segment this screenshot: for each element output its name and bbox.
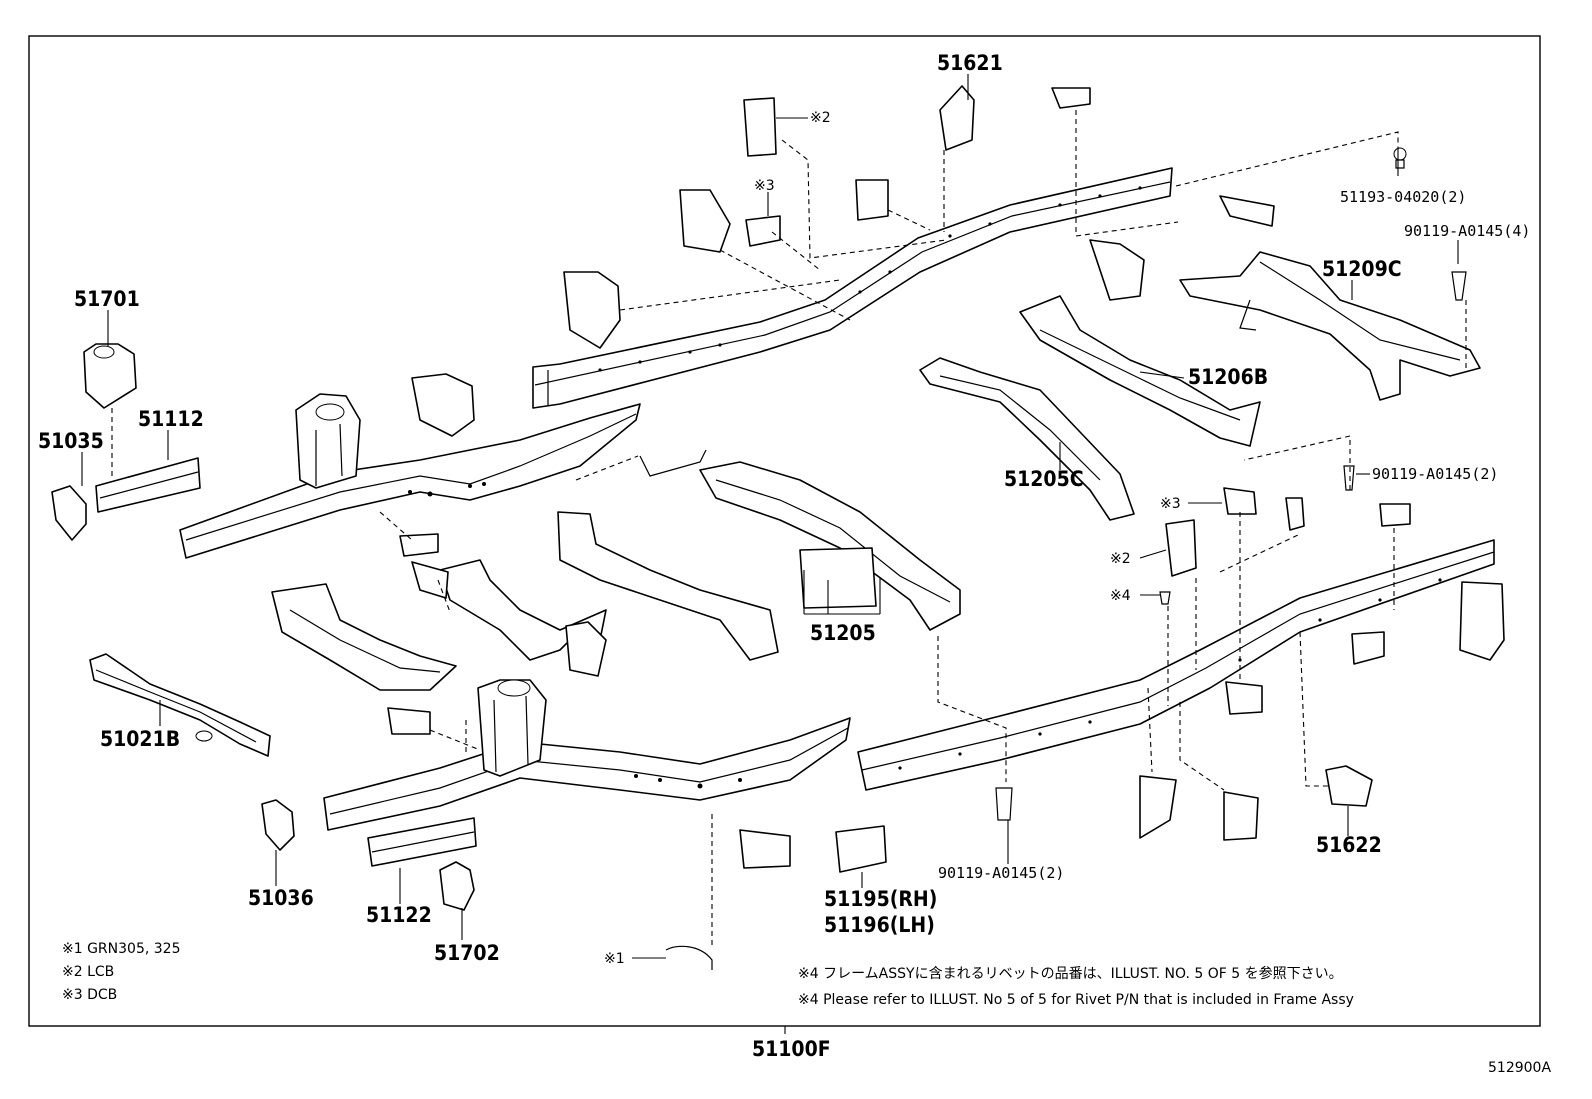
front-rail-lower — [323, 679, 851, 831]
legend-item-2: ※2 LCB — [62, 964, 114, 980]
upper-side-rail — [532, 167, 1173, 409]
label-51035: 51035 — [38, 429, 104, 453]
crossmember-51205 — [557, 461, 961, 661]
label-51205: 51205 — [810, 621, 876, 645]
notes: ※4 フレームASSYに含まれるリベットの品番は、ILLUST. NO. 5 O… — [798, 965, 1354, 1008]
callout-2-top: ※2 — [810, 110, 831, 126]
lower-rear-rail — [857, 539, 1495, 791]
bracket-51702 — [439, 861, 475, 911]
front-rail-upper — [179, 393, 641, 559]
label-51702: 51702 — [434, 941, 500, 965]
callout-3-top: ※3 — [754, 178, 775, 194]
bracket-51035 — [51, 485, 87, 541]
callout-markers: ※2 ※3 ※3 ※2 ※4 ※1 — [604, 110, 1181, 967]
label-51209c: 51209C — [1322, 257, 1402, 281]
misc-brackets — [387, 87, 1505, 970]
label-51621: 51621 — [937, 51, 1003, 75]
bracket-51195-51196 — [835, 825, 887, 873]
callout-1-bottom: ※1 — [604, 951, 625, 967]
label-51701: 51701 — [74, 287, 140, 311]
legend: ※1 GRN305, 325 ※2 LCB ※3 DCB — [62, 941, 180, 1003]
legend-item-1: ※1 GRN305, 325 — [62, 941, 180, 957]
legend-item-3: ※3 DCB — [62, 987, 117, 1003]
crossmember-51021b — [89, 653, 271, 757]
bracket-51036 — [261, 799, 295, 851]
label-51195: 51195(RH) — [824, 887, 937, 911]
assembly-guide-lines — [111, 110, 1467, 946]
bracket-51621 — [939, 85, 975, 151]
label-51196: 51196(LH) — [824, 913, 935, 937]
label-90119-4: 90119-A0145(4) — [1404, 222, 1530, 240]
label-51036: 51036 — [248, 886, 314, 910]
note-japanese: ※4 フレームASSYに含まれるリベットの品番は、ILLUST. NO. 5 O… — [798, 965, 1343, 982]
note-english: ※4 Please refer to ILLUST. No 5 of 5 for… — [798, 992, 1354, 1008]
bracket-51622 — [1325, 765, 1373, 807]
label-51021b: 51021B — [100, 727, 180, 751]
part-labels: 51621 51193-04020(2) 90119-A0145(4) 5120… — [38, 51, 1530, 1061]
bracket-51701 — [83, 343, 137, 409]
bracket-51112 — [95, 457, 201, 513]
callout-2-right: ※2 — [1110, 551, 1131, 567]
label-51206b: 51206B — [1188, 365, 1268, 389]
label-90119-2b: 90119-A0145(2) — [938, 864, 1064, 882]
callout-3-right: ※3 — [1160, 496, 1181, 512]
callout-4-right: ※4 — [1110, 588, 1131, 604]
crossmember-51206b — [1019, 239, 1261, 447]
label-51100f: 51100F — [752, 1037, 831, 1061]
label-51122: 51122 — [366, 903, 432, 927]
leader-lines — [81, 74, 1459, 959]
crossmember-51205c — [919, 357, 1135, 521]
crossmember-51209c — [1179, 251, 1481, 401]
diagram-id: 512900A — [1488, 1060, 1551, 1076]
label-51622: 51622 — [1316, 833, 1382, 857]
label-51193: 51193-04020(2) — [1340, 188, 1466, 206]
label-51205c: 51205C — [1004, 467, 1084, 491]
bracket-51122 — [367, 817, 477, 867]
label-90119-2a: 90119-A0145(2) — [1372, 465, 1498, 483]
label-51112: 51112 — [138, 407, 204, 431]
